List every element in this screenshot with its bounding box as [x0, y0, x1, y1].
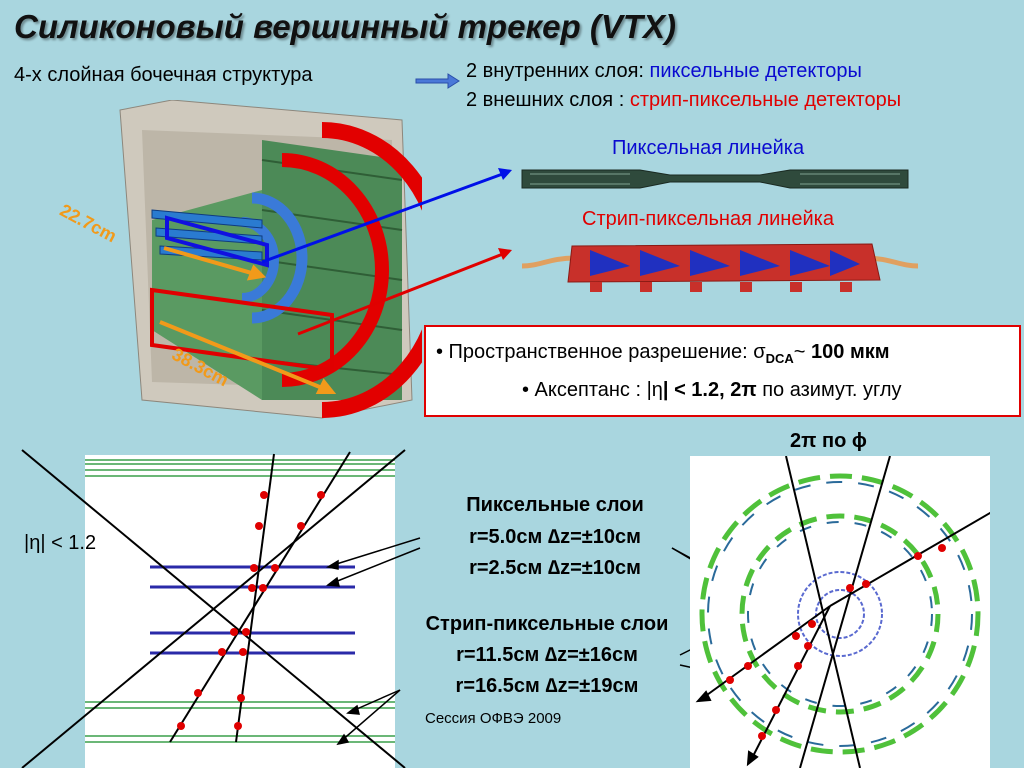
acceptance-line: • Аксептанс : |η| < 1.2, 2π по азимут. у…: [522, 379, 902, 402]
page-title: Силиконовый вершинный трекер (VTX): [14, 8, 676, 45]
barrel-structure-text: 4-х слойная бочечная структура: [14, 64, 313, 86]
strip-layers-title: Стрип-пиксельные слои: [425, 613, 669, 635]
pixel-layer-r2: r=2.5см ∆z=±10см: [469, 557, 641, 579]
strip-ladder-label: Стрип-пиксельная линейка: [582, 208, 834, 230]
pixel-layers-title: Пиксельные слои: [466, 494, 644, 516]
inner-layers-highlight: пиксельные детекторы: [649, 60, 862, 82]
longitudinal-view-diagram: [21, 449, 406, 768]
outer-layers-highlight: стрип-пиксельные детекторы: [629, 89, 902, 111]
pi-symbol: π: [741, 379, 757, 401]
acceptance-mid: | < 1.2, 2: [662, 379, 742, 401]
strip-ladder-image: [521, 243, 919, 292]
pixel-ladder-image: [521, 169, 909, 189]
barrel-detector-image: [119, 100, 422, 419]
specs-box: • Пространственное разрешение: σDCA~ 100…: [424, 325, 1021, 417]
arrow-right-icon: [415, 73, 460, 89]
resolution-prefix: • Пространственное разрешение:: [436, 341, 754, 363]
dimension-inner-label: 22.7cm: [56, 200, 120, 247]
phi-coverage-label: 2π по ϕ: [790, 430, 867, 452]
inner-layers-prefix: 2 внутренних слоя:: [466, 60, 650, 82]
inner-layers-text: 2 внутренних слоя: пиксельные детекторы: [466, 60, 862, 83]
acceptance-suffix: по азимут. углу: [756, 379, 902, 401]
dca-subscript: DCA: [765, 351, 794, 366]
pixel-layer-r1: r=5.0см ∆z=±10см: [469, 526, 641, 548]
outer-layers-text: 2 внешних слоя : стрип-пиксельные детект…: [466, 89, 901, 112]
footer-session: Сессия ОФВЭ 2009: [425, 710, 562, 727]
resolution-line: • Пространственное разрешение: σDCA~ 100…: [436, 341, 890, 366]
strip-layer-r1: r=11.5см ∆z=±16см: [456, 644, 638, 666]
outer-layers-prefix: 2 внешних слоя :: [466, 89, 630, 111]
resolution-value: 100 мкм: [811, 341, 890, 363]
transverse-view-diagram: [690, 456, 990, 768]
eta-acceptance-label: |η| < 1.2: [24, 532, 97, 554]
strip-layer-r2: r=16.5см ∆z=±19см: [455, 675, 639, 697]
resolution-suffix: ~: [793, 341, 812, 363]
pixel-ladder-label: Пиксельная линейка: [612, 137, 805, 159]
eta-symbol: η: [651, 379, 663, 401]
acceptance-prefix: • Аксептанс : |: [522, 379, 652, 401]
sigma-symbol: σ: [753, 341, 766, 363]
